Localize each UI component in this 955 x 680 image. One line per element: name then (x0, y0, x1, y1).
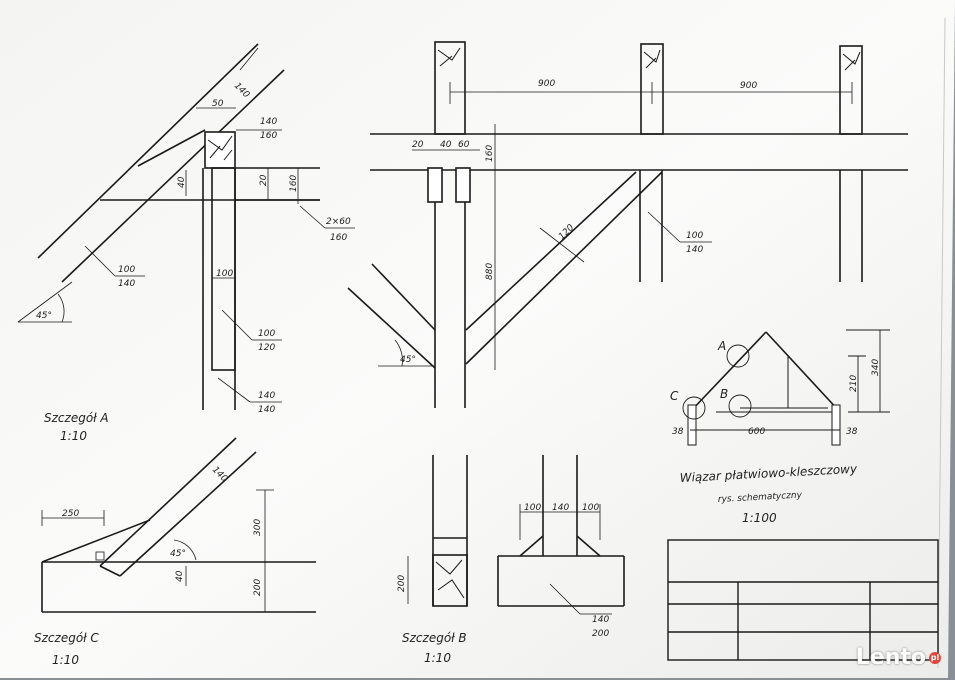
truss-elevation-drawing (347, 41, 908, 408)
detail-a-dim-160: 160 (289, 175, 299, 192)
detail-c-angle: 45° (170, 549, 186, 559)
detail-c-dim-200: 200 (253, 579, 263, 596)
detail-c-dim-300: 300 (253, 519, 263, 536)
detail-c-scale: 1:10 (52, 653, 79, 667)
detail-c-drawing (41, 437, 316, 613)
elevation-span-1: 900 (538, 79, 555, 89)
schematic-span: 600 (748, 427, 765, 437)
schematic-mark-b: B (720, 387, 728, 401)
watermark-badge: pl (929, 651, 941, 664)
schematic-h210: 210 (849, 375, 859, 392)
schematic-subtitle: rys. schematyczny (718, 491, 803, 505)
detail-c-title: Szczegół C (34, 631, 99, 645)
elevation-span-2: 900 (740, 81, 757, 91)
detail-a-dim-purlin-bot: 160 (260, 131, 277, 141)
watermark-text: Lento (855, 645, 926, 670)
detail-b-sill-top: 140 (592, 615, 609, 625)
elevation-dim-40: 40 (440, 140, 452, 150)
elevation-beam-h: 160 (485, 145, 495, 162)
schematic-dim-38a: 38 (672, 427, 684, 437)
detail-b-drawing (407, 455, 625, 615)
elevation-post-h: 880 (485, 263, 495, 280)
paper-fold (937, 17, 946, 669)
detail-a-angle: 45° (36, 311, 52, 321)
detail-b-dim-200: 200 (397, 575, 407, 592)
elevation-post-bot: 140 (686, 245, 703, 255)
title-block (667, 539, 939, 661)
detail-a-dim-base-top: 140 (258, 391, 275, 401)
detail-b-dim-140: 140 (552, 503, 569, 513)
detail-a-dim-post-bot: 120 (258, 343, 275, 353)
elevation-dim-20: 20 (412, 140, 424, 150)
schematic-scale: 1:100 (742, 511, 777, 525)
detail-a-dim-purlin-top: 140 (260, 117, 277, 127)
detail-a-dim-post-w: 100 (216, 269, 233, 279)
schematic-dim-38b: 38 (846, 427, 858, 437)
watermark-logo: Lento pl (856, 645, 941, 670)
schematic-mark-c: C (670, 389, 679, 403)
detail-c-dim-250: 250 (62, 509, 79, 519)
detail-c-dim-40: 40 (175, 570, 185, 582)
detail-a-scale: 1:10 (60, 429, 87, 443)
elevation-dim-60: 60 (458, 140, 470, 150)
detail-a-dim-40: 40 (177, 176, 187, 188)
schematic-mark-a: A (717, 339, 726, 353)
schematic-drawing (682, 329, 890, 446)
detail-a-dim-20: 20 (259, 174, 269, 186)
detail-a-dim-post-top: 100 (258, 329, 275, 339)
detail-a-dim-tie-top: 2×60 (326, 217, 351, 227)
detail-b-dim-100a: 100 (524, 503, 541, 513)
elevation-angle: 45° (400, 355, 416, 365)
detail-b-scale: 1:10 (424, 651, 451, 665)
detail-a-dim-notch: 50 (212, 99, 224, 109)
detail-b-dim-100b: 100 (582, 503, 599, 513)
detail-a-dim-tie-bot: 160 (330, 233, 347, 243)
detail-a-dim-rafter-bot: 140 (118, 279, 135, 289)
elevation-post-top: 100 (686, 231, 703, 241)
detail-a-dim-rafter-top: 100 (118, 265, 135, 275)
detail-b-title: Szczegół B (402, 631, 467, 645)
detail-a-title: Szczegół A (44, 411, 109, 425)
detail-a-dim-base-bot: 140 (258, 405, 275, 415)
detail-b-sill-bot: 200 (592, 629, 609, 639)
detail-a-drawing (17, 43, 355, 410)
schematic-h340: 340 (871, 359, 881, 376)
